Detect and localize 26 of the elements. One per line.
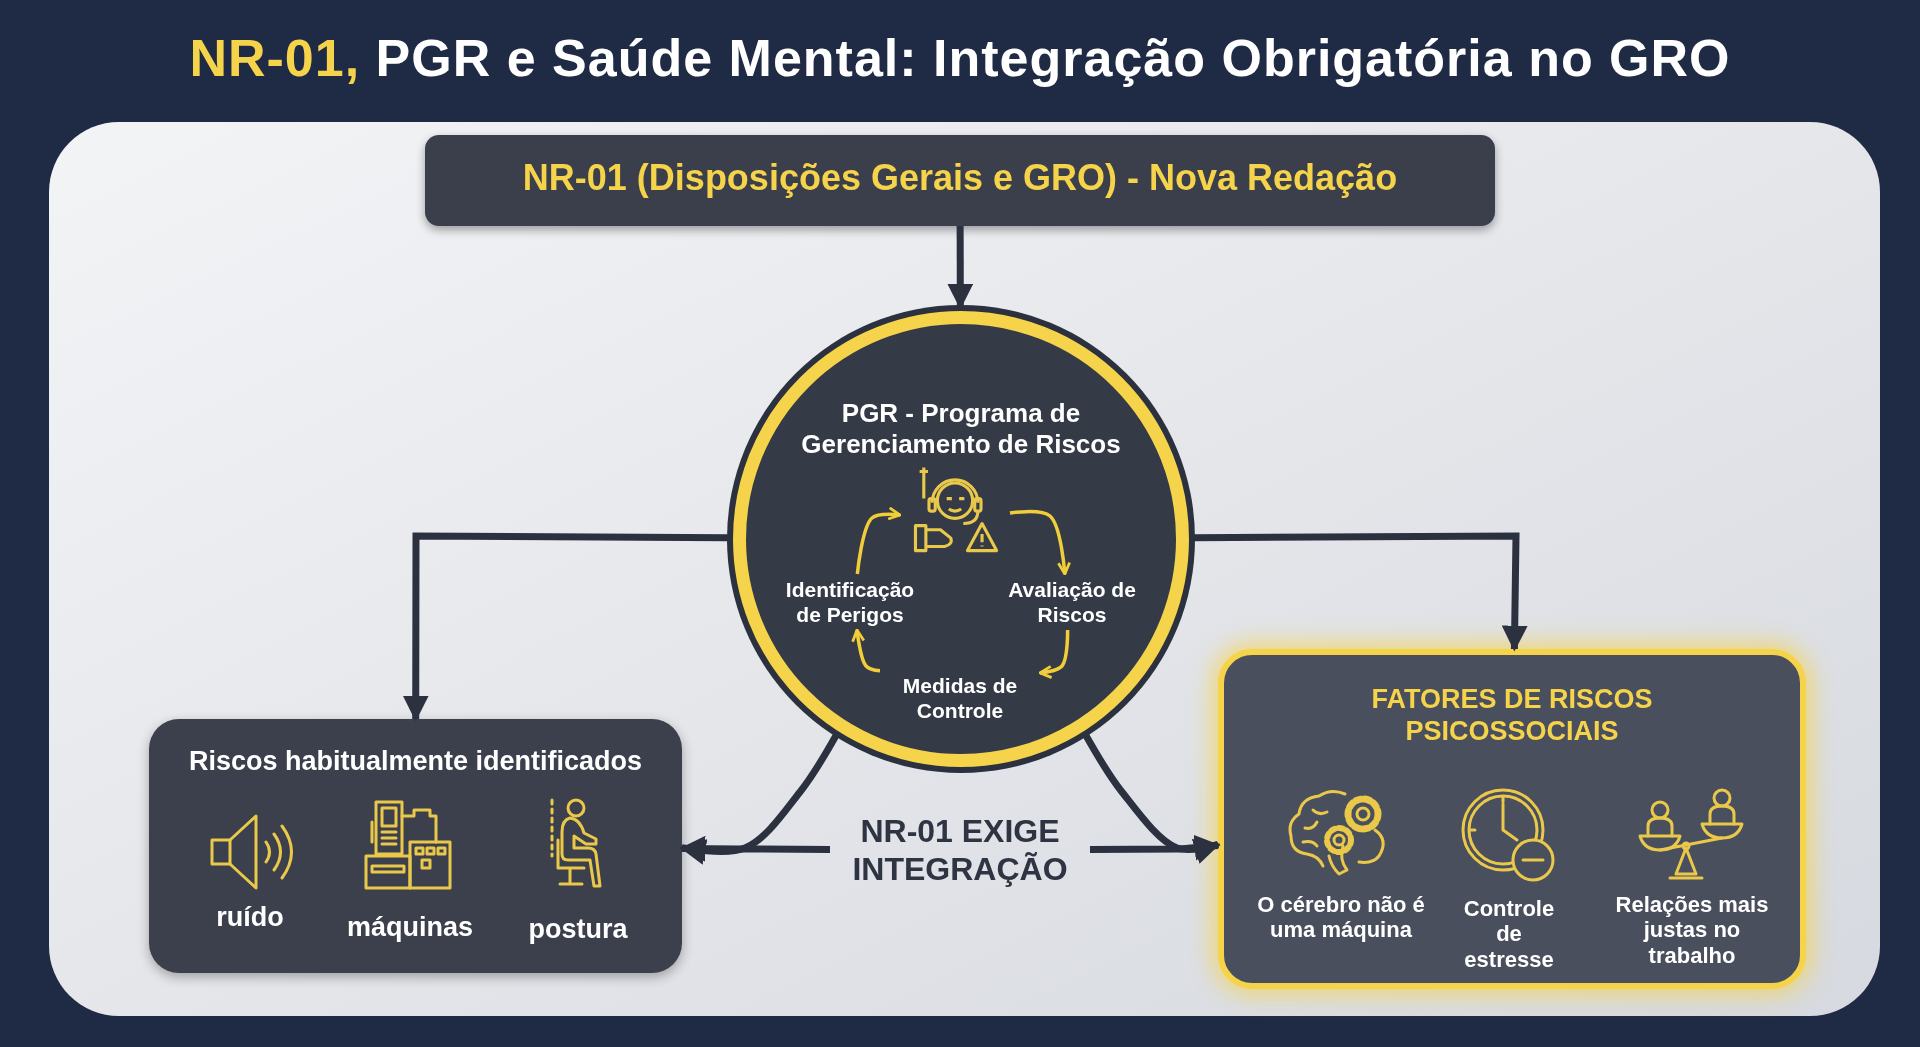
item-caption: postura xyxy=(528,914,628,946)
arrow xyxy=(679,733,840,865)
risk-panel xyxy=(149,719,682,973)
header-box xyxy=(425,135,1495,226)
step-label: Medidas de Controle xyxy=(901,672,1019,724)
integration-text: NR-01 EXIGE INTEGRAÇÃO xyxy=(851,811,1069,889)
item-caption: máquinas xyxy=(346,912,473,944)
header-text: NR-01 (Disposições Gerais e GRO) - Nova Redação xyxy=(521,156,1399,200)
arrow xyxy=(1038,630,1070,679)
panel-heading: Riscos habitualmente identificados xyxy=(187,745,644,778)
arrow xyxy=(402,532,730,722)
arrow xyxy=(851,628,881,673)
arrow xyxy=(1192,532,1528,652)
psychosocial-panel xyxy=(1218,649,1806,989)
arrow xyxy=(1082,733,1221,864)
step-label: Avaliação de Riscos xyxy=(1007,576,1137,628)
item-caption: O cérebro não é uma máquina xyxy=(1256,892,1426,943)
title: NR-01, PGR e Saúde Mental: Integração Obrigatória no GRO xyxy=(188,28,1732,88)
circle-heading: PGR - Programa de Gerenciamento de Riscos xyxy=(800,398,1122,461)
item-caption: ruído xyxy=(216,902,284,934)
panel-heading: FATORES DE RISCOS PSICOSSOCIAIS xyxy=(1370,683,1654,748)
arrow xyxy=(855,506,902,575)
arrow xyxy=(1009,509,1071,576)
item-caption: Controle de estresse xyxy=(1462,896,1556,972)
step-label: Identificação de Perigos xyxy=(784,576,916,628)
item-caption: Relações mais justas no trabalho xyxy=(1614,892,1770,968)
